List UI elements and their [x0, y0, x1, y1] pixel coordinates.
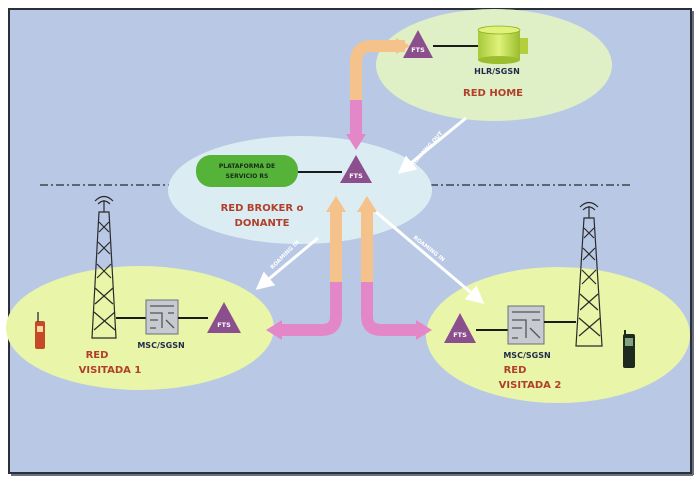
fts-triangle-icon: [207, 302, 241, 333]
broker-label-line2: DONANTE: [235, 218, 290, 229]
visited2-msc-label: MSC/SGSN: [503, 351, 550, 360]
visited1-label-line2: VISITADA 1: [79, 365, 142, 376]
arrow-into-broker: [346, 134, 366, 150]
mobile-phone-icon: [35, 312, 45, 349]
visited2-label-line1: RED: [504, 365, 527, 376]
antenna-tower-icon: [575, 201, 603, 347]
home-fts-label: FTS: [411, 46, 425, 54]
platform-label-line2: SERVICIO RS: [226, 173, 269, 180]
msc-switch-icon: [507, 305, 545, 345]
broker-fts-label: FTS: [349, 172, 363, 180]
fts-triangle-icon: [444, 313, 476, 343]
roaming-in-left-arrow: [255, 236, 319, 290]
visited1-label-line1: RED: [86, 350, 109, 361]
arrow-up-right: [357, 196, 377, 212]
database-icon: [477, 25, 528, 64]
arrow-up-left: [326, 196, 346, 212]
fts-triangle-icon: [340, 155, 372, 183]
msc-switch-icon: [145, 299, 179, 335]
mobile-phone-icon: [623, 330, 635, 368]
home-network-ellipse: [376, 9, 612, 121]
link-broker-visited1-pink: [278, 282, 342, 336]
arrow-into-visited2: [416, 320, 432, 340]
visited-2-ellipse: [426, 267, 690, 403]
platform-node: PLATAFORMA DE SERVICIO RS: [196, 155, 298, 187]
roaming-out-arrow: [397, 116, 467, 174]
broker-label-line1: RED BROKER o: [221, 203, 304, 214]
platform-label-line1: PLATAFORMA DE: [219, 163, 275, 170]
antenna-tower-icon: [91, 195, 117, 339]
home-fts-node: FTS: [403, 30, 433, 58]
home-network-label: RED HOME: [463, 88, 523, 99]
arrow-into-visited1: [266, 320, 282, 340]
arrow-into-home-fts: [396, 38, 410, 54]
link-broker-visited2-pink: [361, 282, 420, 336]
visited1-fts-node: FTS: [207, 302, 241, 333]
fts-triangle-icon: [403, 30, 433, 58]
visited2-fts-label: FTS: [453, 331, 467, 339]
visited1-msc-label: MSC/SGSN: [137, 341, 184, 350]
visited-1-ellipse: [6, 266, 274, 390]
visited1-fts-label: FTS: [217, 321, 231, 329]
roaming-in-right-arrow: [375, 210, 485, 304]
visited2-fts-node: FTS: [444, 313, 476, 343]
visited2-label-line2: VISITADA 2: [499, 380, 562, 391]
link-home-broker-peach: [350, 40, 405, 100]
hlr-label: HLR/SGSN: [474, 67, 520, 76]
broker-fts-node: FTS: [340, 155, 372, 183]
